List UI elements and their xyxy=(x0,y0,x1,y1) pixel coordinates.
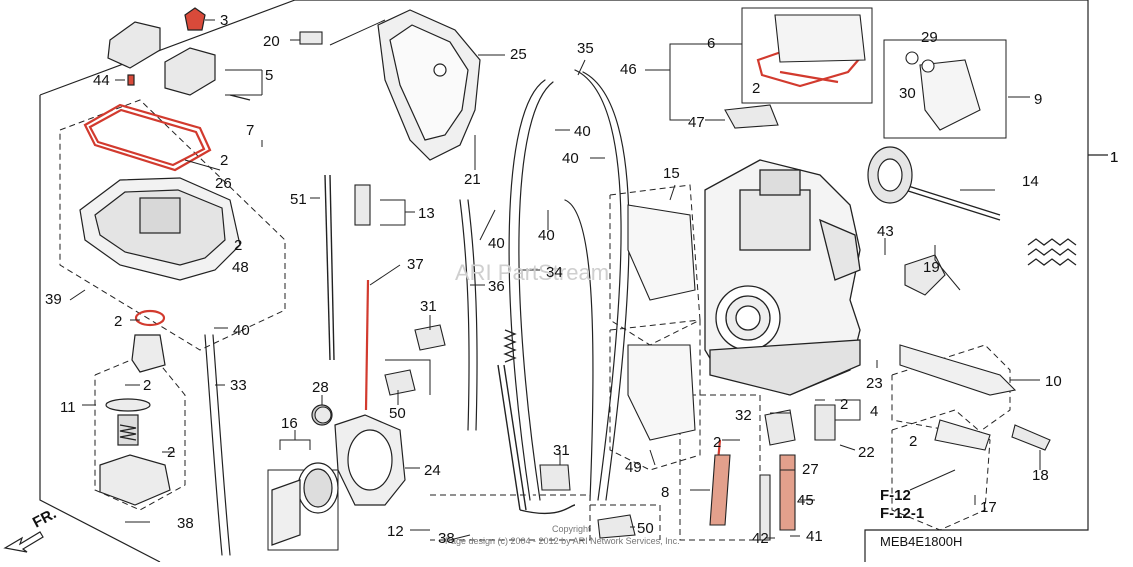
callout-32-45[interactable]: 32 xyxy=(735,407,752,424)
callout-22-52[interactable]: 22 xyxy=(858,444,875,461)
callout-44-6[interactable]: 44 xyxy=(93,72,110,89)
callout-2-12[interactable]: 2 xyxy=(752,80,760,97)
callout-31-34[interactable]: 31 xyxy=(420,298,437,315)
callout-33-37[interactable]: 33 xyxy=(230,377,247,394)
callout-39-33[interactable]: 39 xyxy=(45,291,62,308)
callout-40-17[interactable]: 40 xyxy=(562,150,579,167)
callout-46-8[interactable]: 46 xyxy=(620,61,637,78)
callout-19-29[interactable]: 19 xyxy=(923,259,940,276)
callout-35-3[interactable]: 35 xyxy=(577,40,594,57)
throttle-cover xyxy=(377,9,481,161)
callout-24-49[interactable]: 24 xyxy=(424,462,441,479)
callout-8-54[interactable]: 8 xyxy=(661,484,669,501)
callout-2-53[interactable]: 2 xyxy=(909,433,917,450)
callout-12-58[interactable]: 12 xyxy=(387,523,404,540)
callout-47-16[interactable]: 47 xyxy=(688,114,705,131)
callout-1-66[interactable]: 1 xyxy=(1110,149,1118,166)
subassembly-boxes xyxy=(59,99,1011,541)
springs xyxy=(119,238,1077,441)
carburetor-body xyxy=(704,159,861,396)
callout-2-35[interactable]: 2 xyxy=(114,313,122,330)
callout-5-7[interactable]: 5 xyxy=(265,67,273,84)
rods-and-needles xyxy=(324,174,1001,515)
callout-51-22[interactable]: 51 xyxy=(290,191,307,208)
throttle-drum xyxy=(867,146,913,204)
hoses xyxy=(204,69,630,556)
callout-49-65[interactable]: 49 xyxy=(625,459,642,476)
callout-2-50[interactable]: 2 xyxy=(167,444,175,461)
callout-18-56[interactable]: 18 xyxy=(1032,467,1049,484)
callout-29-5[interactable]: 29 xyxy=(921,29,938,46)
callout-42-62[interactable]: 42 xyxy=(752,530,769,547)
callout-31-51[interactable]: 31 xyxy=(553,442,570,459)
callout-10-43[interactable]: 10 xyxy=(1045,373,1062,390)
callout-4-47[interactable]: 4 xyxy=(870,403,878,420)
callout-2-44[interactable]: 2 xyxy=(840,396,848,413)
watermark: ARI PartStream xyxy=(455,260,609,285)
callout-38-57[interactable]: 38 xyxy=(177,515,194,532)
callout-41-63[interactable]: 41 xyxy=(806,528,823,545)
callout-48-25[interactable]: 48 xyxy=(232,259,249,276)
copyright-label: Copyright xyxy=(552,524,591,534)
callout-6-4[interactable]: 6 xyxy=(707,35,715,52)
callout-23-42[interactable]: 23 xyxy=(866,375,883,392)
small-components xyxy=(299,14,1051,541)
callout-7-11[interactable]: 7 xyxy=(246,122,254,139)
callout-26-14[interactable]: 26 xyxy=(215,175,232,192)
accelerator-pump xyxy=(99,334,171,506)
callout-40-26[interactable]: 40 xyxy=(488,235,505,252)
leader-lines xyxy=(69,19,1108,541)
callout-2-39[interactable]: 2 xyxy=(143,377,151,394)
callout-45-61[interactable]: 45 xyxy=(797,492,814,509)
callout-38-59[interactable]: 38 xyxy=(438,530,455,547)
part-boxes xyxy=(267,7,1007,551)
callout-11-38[interactable]: 11 xyxy=(60,399,76,416)
callout-30-9[interactable]: 30 xyxy=(899,85,916,102)
callout-3-0[interactable]: 3 xyxy=(220,12,228,29)
callout-2-46[interactable]: 2 xyxy=(713,434,721,451)
callout-2-24[interactable]: 2 xyxy=(234,237,242,254)
callout-21-19[interactable]: 21 xyxy=(464,171,481,188)
callout-14-21[interactable]: 14 xyxy=(1022,173,1039,190)
diagram-code: MEB4E1800H xyxy=(880,534,962,549)
callout-40-27[interactable]: 40 xyxy=(538,227,555,244)
callout-1-18[interactable]: 1 xyxy=(1110,149,1118,166)
callout-27-55[interactable]: 27 xyxy=(802,461,819,478)
callout-28-40[interactable]: 28 xyxy=(312,379,329,396)
callout-36-32[interactable]: 36 xyxy=(488,278,505,295)
callout-50-41[interactable]: 50 xyxy=(389,405,406,422)
float-bowl xyxy=(79,177,241,281)
callout-16-48[interactable]: 16 xyxy=(281,415,298,432)
callout-20-1[interactable]: 20 xyxy=(263,33,280,50)
callout-40-15[interactable]: 40 xyxy=(574,123,591,140)
callout-17-64[interactable]: 17 xyxy=(980,499,997,516)
page-ref-f12-1[interactable]: F-12-1 xyxy=(880,505,924,522)
callout-40-36[interactable]: 40 xyxy=(233,322,250,339)
front-direction-arrow: FR. xyxy=(3,505,59,553)
callout-25-2[interactable]: 25 xyxy=(510,46,527,63)
callout-50-60[interactable]: 50 xyxy=(637,520,654,537)
copyright-line: Page design (c) 2004 - 2012 by ARI Netwo… xyxy=(445,536,680,546)
callout-37-30[interactable]: 37 xyxy=(407,256,424,273)
callout-43-28[interactable]: 43 xyxy=(877,223,894,240)
callout-9-10[interactable]: 9 xyxy=(1034,91,1042,108)
top-cover-parts xyxy=(107,7,251,101)
callout-13-23[interactable]: 13 xyxy=(418,205,435,222)
callout-15-20[interactable]: 15 xyxy=(663,165,680,182)
front-direction-label: FR. xyxy=(30,505,59,531)
page-ref-f12[interactable]: F-12 xyxy=(880,487,911,504)
callout-34-31[interactable]: 34 xyxy=(546,264,563,281)
callout-2-13[interactable]: 2 xyxy=(220,152,228,169)
